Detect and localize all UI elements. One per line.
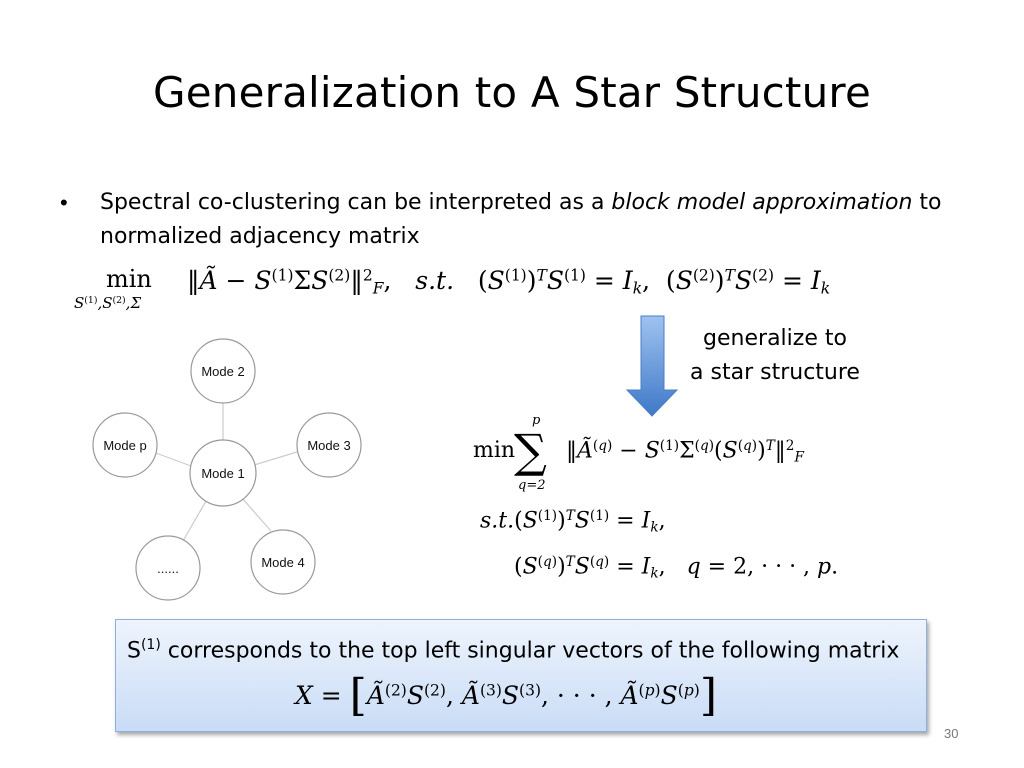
node-label-bottom-left: ......: [157, 561, 179, 576]
info-box-text: S(1) corresponds to the top left singula…: [127, 628, 907, 668]
generalize-note-line1: generalize to: [703, 326, 847, 351]
node-label-bottom-right: Mode 4: [261, 555, 304, 570]
generalize-arrow: [625, 315, 679, 417]
node-label-left: Mode p: [103, 438, 146, 453]
equation-2-constraint-1: s.t.(S(1))TS(1) = Ik,: [480, 508, 666, 536]
star-node-bottom-right: Mode 4: [250, 529, 316, 595]
star-node-bottom-left: ......: [135, 535, 201, 601]
equation-1-subscript: S(1),S(2),Σ: [74, 294, 142, 312]
node-label-right: Mode 3: [307, 438, 350, 453]
node-label-center: Mode 1: [201, 466, 244, 481]
star-node-top: Mode 2: [190, 338, 256, 404]
equation-2-min: min: [473, 438, 516, 463]
bullet-text-emphasis: block model approximation: [611, 190, 913, 215]
generalize-note: generalize to a star structure: [680, 322, 870, 390]
info-box-symbol: S: [127, 638, 141, 664]
equation-1-min: min: [106, 265, 152, 293]
generalize-note-line2: a star structure: [690, 360, 860, 385]
equation-2-sum-symbol: ∑: [514, 424, 547, 478]
node-label-top: Mode 2: [201, 364, 244, 379]
equation-2-objective: ‖Ã(q) − S(1)Σ(q)(S(q))T‖2F: [566, 438, 804, 466]
star-node-left: Mode p: [92, 412, 158, 478]
equation-2-sum-upper: p: [532, 413, 541, 428]
star-node-right: Mode 3: [296, 412, 362, 478]
bullet-text-part1: Spectral co-clustering can be interprete…: [100, 190, 612, 215]
info-box: S(1) corresponds to the top left singula…: [115, 619, 927, 732]
bullet-marker: •: [60, 190, 68, 215]
info-box-description: corresponds to the top left singular vec…: [160, 638, 900, 664]
equation-1-objective: ‖Ã − S(1)ΣS(2)‖2F, s.t. (S(1))TS(1) = Ik…: [187, 266, 831, 298]
equation-x-matrix: X = [Ã(2)S(2), Ã(3)S(3), · · · , Ã(p)S(p…: [295, 670, 717, 721]
star-edges: [155, 403, 298, 542]
bullet-text: Spectral co-clustering can be interprete…: [100, 186, 980, 254]
bullet-text-part2: to normalized adjacency matrix: [100, 190, 942, 249]
equation-2-sum-lower: q=2: [518, 478, 546, 493]
star-node-center: Mode 1: [189, 439, 257, 507]
equation-2-constraint-2: (S(q))TS(q) = Ik, q = 2, · · · , p.: [514, 554, 839, 582]
info-box-symbol-superscript: (1): [140, 637, 161, 653]
slide-title: Generalization to A Star Structure: [152, 68, 872, 117]
page-number: 30: [944, 726, 959, 741]
